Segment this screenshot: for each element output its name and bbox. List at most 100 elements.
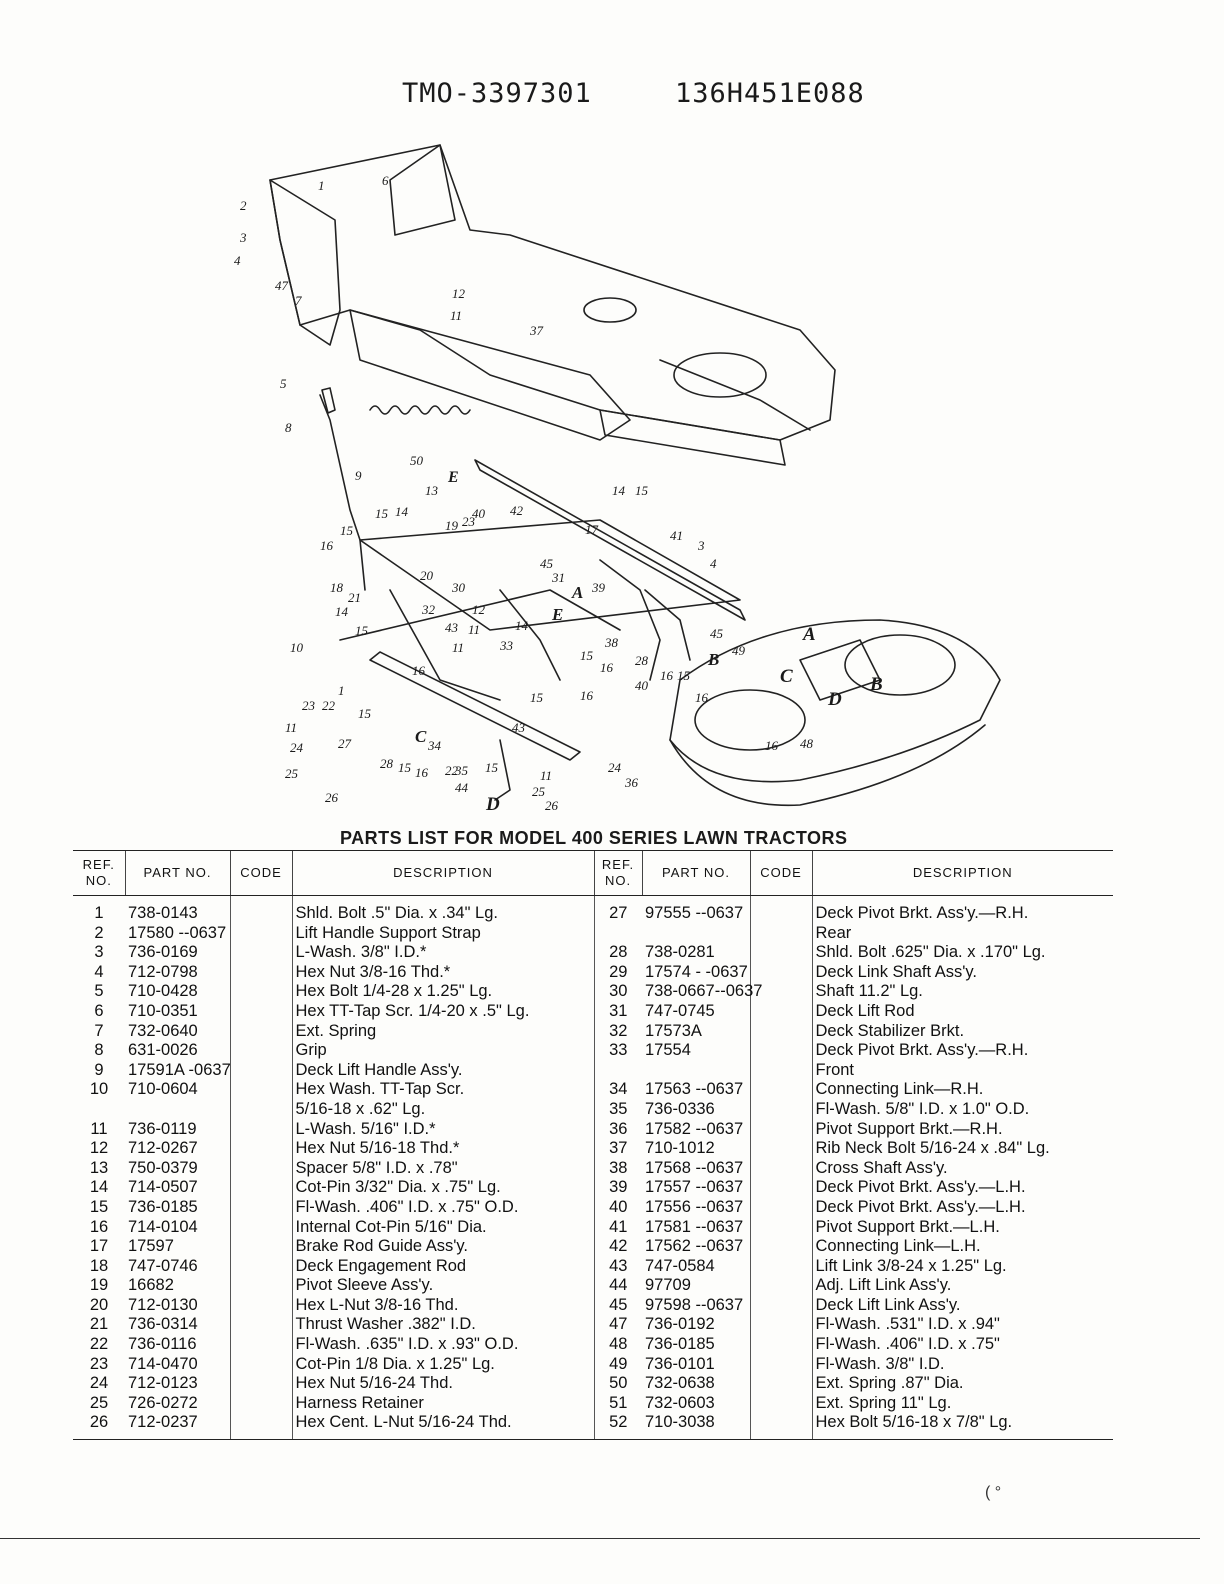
cell-ref: 19	[89, 1276, 109, 1295]
cell-part: 714-0507	[128, 1178, 198, 1197]
svg-text:13: 13	[425, 483, 439, 498]
cell-ref: 50	[593, 1374, 642, 1394]
cell-desc: Pivot Sleeve Ass'y.	[291, 1276, 594, 1296]
header-ref-right: REF. NO.	[593, 850, 642, 896]
cell-desc: Deck Pivot Brkt. Ass'y.—L.H.	[811, 1178, 1113, 1198]
adj-lift-link	[494, 739, 511, 801]
deck-blade-housing-left	[694, 689, 806, 751]
cell-code	[749, 943, 812, 963]
svg-text:45: 45	[710, 626, 724, 641]
cell-desc: Deck Lift Handle Ass'y.	[291, 1060, 594, 1081]
cell-code	[229, 1178, 292, 1198]
svg-text:A: A	[802, 624, 816, 645]
cell-desc: Deck Lift Rod	[811, 1001, 1113, 1022]
cell-ref: 12	[89, 1139, 109, 1158]
fuel-opening	[583, 297, 637, 323]
cell-ref: 10	[89, 1080, 109, 1099]
cell-code	[749, 1099, 812, 1120]
cell-desc: Fl-Wash. .406" I.D. x .75" O.D.	[291, 1197, 594, 1218]
cell-desc: Ext. Spring .87" Dia.	[811, 1374, 1113, 1394]
cell-part: 17573A	[645, 1021, 702, 1040]
svg-text:40: 40	[635, 678, 649, 693]
cell-desc: Hex Bolt 1/4-28 x 1.25" Lg.	[291, 982, 594, 1002]
cell-part: 732-0638	[645, 1374, 715, 1393]
svg-text:19: 19	[445, 518, 459, 533]
cell-ref: 48	[593, 1335, 642, 1355]
cell-desc: Fl-Wash. .531" I.D. x .94"	[811, 1315, 1113, 1336]
cell-desc: Harness Retainer	[291, 1393, 594, 1414]
cell-desc: Deck Pivot Brkt. Ass'y.—R.H.	[811, 895, 1113, 924]
header-ref-left: REF. NO.	[73, 850, 125, 896]
svg-text:9: 9	[355, 468, 362, 483]
svg-text:11: 11	[452, 640, 464, 655]
seat-frame	[389, 144, 456, 236]
svg-text:14: 14	[612, 483, 626, 498]
cell-desc: Hex Nut 5/16-18 Thd.*	[291, 1139, 594, 1159]
cell-code	[229, 1276, 292, 1296]
svg-text:24: 24	[608, 760, 622, 775]
cell-code	[749, 1041, 812, 1061]
cell-desc: Hex Nut 3/8-16 Thd.*	[291, 962, 594, 983]
cell-ref: 15	[89, 1197, 109, 1216]
svg-text:16: 16	[415, 765, 429, 780]
cell-part: 736-0314	[128, 1315, 198, 1334]
cell-part: 97709	[645, 1276, 691, 1295]
svg-text:28: 28	[380, 756, 394, 771]
svg-text:41: 41	[670, 528, 683, 543]
cell-ref: 45	[593, 1295, 642, 1316]
cell-part: 17597	[128, 1237, 174, 1256]
svg-text:26: 26	[545, 798, 559, 813]
svg-text:17: 17	[585, 522, 599, 537]
cell-code	[749, 1158, 812, 1179]
steering-opening	[673, 352, 767, 398]
svg-text:15: 15	[375, 506, 389, 521]
cell-code	[749, 1178, 812, 1198]
cell-ref: 9	[94, 1060, 104, 1079]
cell-part: 747-0584	[645, 1256, 715, 1275]
cell-code	[749, 1335, 812, 1355]
svg-text:A: A	[571, 583, 583, 602]
cell-code	[749, 1413, 812, 1441]
svg-text:8: 8	[285, 420, 292, 435]
cell-ref: 20	[89, 1295, 109, 1314]
cell-ref: 29	[593, 962, 642, 983]
cell-code	[749, 962, 812, 983]
cell-part: 714-0470	[128, 1354, 198, 1373]
cell-desc: Deck Pivot Brkt. Ass'y.—L.H.	[811, 1197, 1113, 1218]
svg-text:15: 15	[355, 623, 369, 638]
cell-part: 732-0603	[645, 1393, 715, 1412]
svg-text:42: 42	[510, 503, 524, 518]
cell-ref: 23	[89, 1354, 109, 1373]
tractor-body-rear	[599, 409, 786, 466]
cell-part: 710-3038	[642, 1413, 750, 1441]
cell-desc: 5/16-18 x .62" Lg.	[291, 1099, 594, 1120]
cell-part: 710-0351	[128, 1001, 198, 1020]
seat-back	[269, 179, 341, 346]
svg-text:47: 47	[275, 278, 289, 293]
svg-text:14: 14	[515, 618, 529, 633]
cell-code	[749, 1021, 812, 1042]
cell-desc: Spacer 5/8" I.D. x .78"	[291, 1158, 594, 1179]
svg-text:16: 16	[320, 538, 334, 553]
cell-ref: 1	[94, 904, 104, 922]
cell-desc: Deck Pivot Brkt. Ass'y.—R.H.	[811, 1041, 1113, 1061]
cell-code	[229, 1099, 292, 1120]
cell-code	[229, 1119, 292, 1140]
svg-text:28: 28	[635, 653, 649, 668]
cell-desc: Front	[811, 1060, 1113, 1081]
cell-code	[749, 1256, 812, 1277]
cell-ref: 47	[593, 1315, 642, 1336]
cell-code	[229, 1237, 292, 1257]
svg-text:23: 23	[302, 698, 316, 713]
mower-deck	[669, 619, 1001, 783]
cell-desc: Lift Handle Support Strap	[291, 923, 594, 944]
cell-part: 97598 --0637	[645, 1295, 744, 1314]
svg-text:D: D	[827, 689, 842, 710]
